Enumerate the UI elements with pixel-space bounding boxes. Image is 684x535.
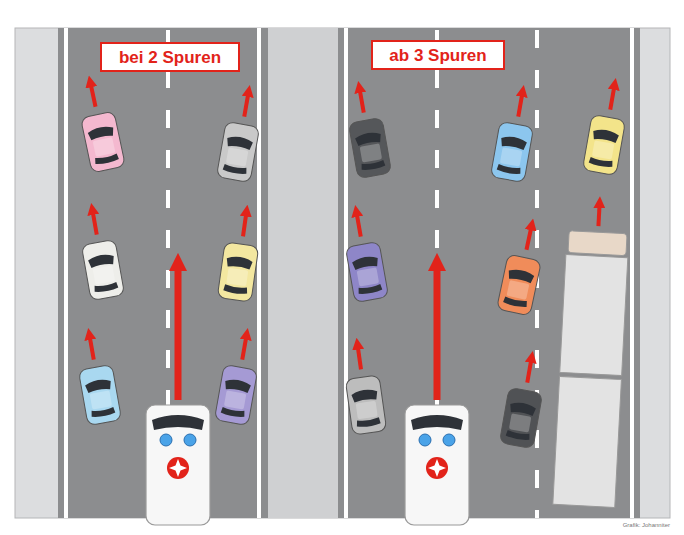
car-symbol xyxy=(582,114,625,175)
car xyxy=(73,78,125,173)
road-surface xyxy=(338,28,640,518)
credit-note: Grafik: Johanniter xyxy=(623,522,670,528)
truck xyxy=(553,201,631,508)
car-symbol xyxy=(348,117,391,178)
car-symbol xyxy=(81,111,126,173)
car xyxy=(216,88,265,183)
median xyxy=(268,28,338,518)
car xyxy=(497,221,549,316)
direction-arrow xyxy=(518,91,523,117)
lane-count-label: ab 3 Spuren xyxy=(389,47,486,64)
ambulance xyxy=(146,405,210,525)
direction-arrow xyxy=(90,81,95,106)
direction-arrow xyxy=(359,87,364,113)
edge-line xyxy=(344,28,348,518)
car-symbol xyxy=(81,239,124,300)
car xyxy=(72,331,121,426)
edge-line xyxy=(630,28,634,518)
car-symbol xyxy=(499,387,542,448)
truck-cab xyxy=(568,231,627,256)
car-symbol xyxy=(216,121,259,182)
lane-count-label: bei 2 Spuren xyxy=(119,49,221,66)
car xyxy=(217,208,263,302)
frame xyxy=(15,28,670,518)
truck-trailer xyxy=(560,255,628,376)
car-symbol xyxy=(214,364,257,425)
direction-arrow xyxy=(92,209,97,235)
car xyxy=(341,341,387,435)
car xyxy=(75,206,124,301)
direction-arrow xyxy=(89,334,94,360)
car-symbol xyxy=(345,375,386,435)
direction-arrow xyxy=(243,211,247,237)
ambulance xyxy=(405,405,469,525)
edge-line xyxy=(257,28,261,518)
truck-trailer xyxy=(553,376,622,507)
edge-line xyxy=(64,28,68,518)
lane-count-label-box: bei 2 Spuren xyxy=(100,42,240,72)
direction-arrow xyxy=(527,357,532,383)
direction-arrow xyxy=(356,211,361,237)
direction-arrow xyxy=(598,202,599,226)
emergency-lane-arrow xyxy=(434,262,441,400)
car xyxy=(214,331,263,426)
car-symbol xyxy=(345,241,388,302)
car xyxy=(339,208,388,303)
car xyxy=(582,81,631,176)
car-symbol xyxy=(78,364,121,425)
emergency-lane-arrow xyxy=(175,262,182,400)
direction-arrow xyxy=(357,344,361,370)
car xyxy=(490,88,539,183)
direction-arrow xyxy=(244,91,249,117)
car-symbol xyxy=(497,254,542,316)
car-symbol xyxy=(490,121,533,182)
lane-count-label-box: ab 3 Spuren xyxy=(371,40,505,70)
direction-arrow xyxy=(242,334,247,360)
car-symbol xyxy=(217,242,258,302)
direction-arrow xyxy=(526,224,531,249)
car xyxy=(342,84,391,179)
direction-arrow xyxy=(610,84,615,110)
car xyxy=(499,354,548,449)
